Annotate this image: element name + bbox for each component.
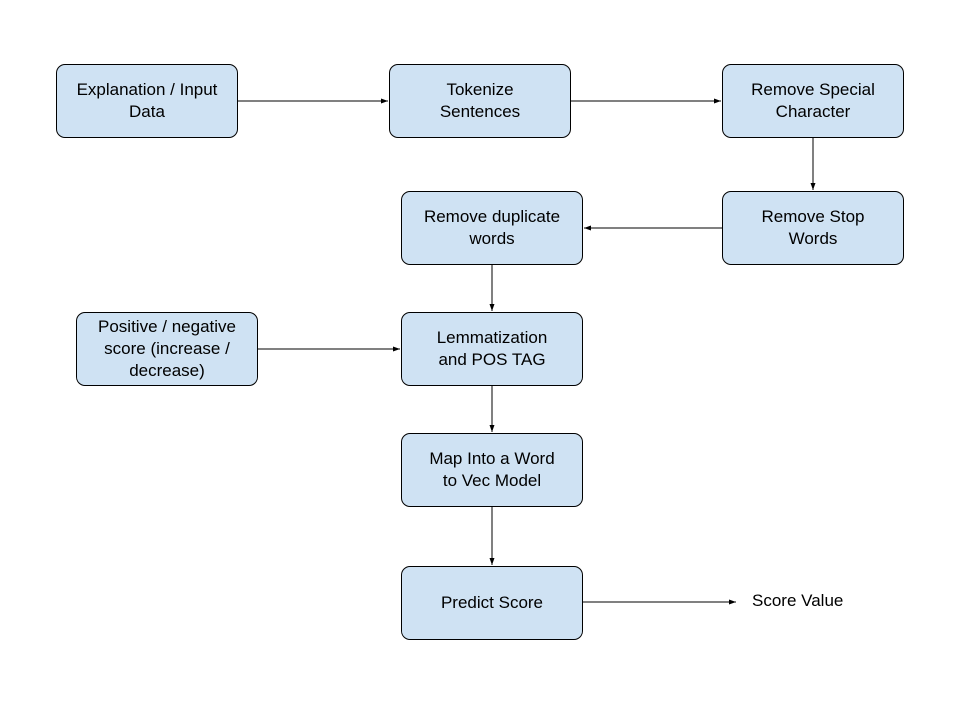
node-remove-stop-words: Remove Stop Words bbox=[722, 191, 904, 265]
node-remove-duplicate-words: Remove duplicate words bbox=[401, 191, 583, 265]
node-lemmatization-pos-tag: Lemmatization and POS TAG bbox=[401, 312, 583, 386]
node-tokenize-sentences: Tokenize Sentences bbox=[389, 64, 571, 138]
node-map-word2vec: Map Into a Word to Vec Model bbox=[401, 433, 583, 507]
node-input-data: Explanation / Input Data bbox=[56, 64, 238, 138]
node-remove-special-character: Remove Special Character bbox=[722, 64, 904, 138]
node-score-direction: Positive / negative score (increase / de… bbox=[76, 312, 258, 386]
node-predict-score: Predict Score bbox=[401, 566, 583, 640]
output-label-score-value: Score Value bbox=[752, 591, 844, 610]
